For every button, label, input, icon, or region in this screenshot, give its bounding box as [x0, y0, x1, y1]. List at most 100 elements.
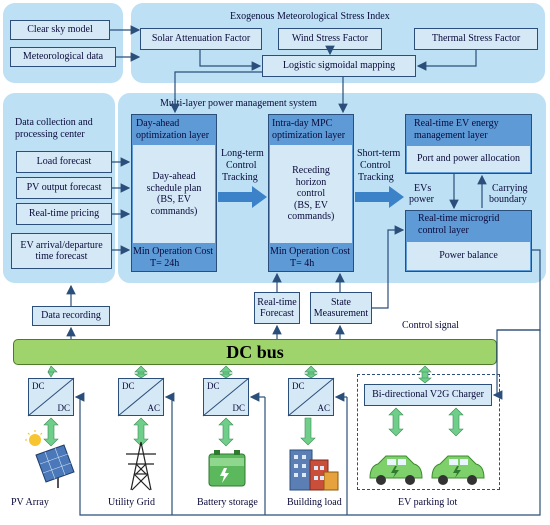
short-term-line2: Control — [360, 160, 391, 171]
dc-bus-label: DC bus — [226, 342, 284, 362]
real-time-forecast: Real-time Forecast — [254, 292, 300, 324]
day-ahead-body-2: schedule plan — [146, 182, 202, 194]
battery-storage-icon — [208, 450, 246, 487]
day-ahead-cost-line2: T= 24h — [150, 258, 180, 269]
ev-arrival-line2: time forecast — [35, 251, 88, 262]
day-ahead-body-1: Day-ahead — [152, 171, 196, 182]
conv3-top: DC — [207, 381, 220, 391]
ev-mgmt-title-line1: Real-time EV energy — [414, 118, 499, 129]
rt-forecast-line1: Real-time — [257, 296, 297, 308]
bus-conv2-arrow — [134, 365, 148, 379]
evs-power-line1: EVs — [414, 183, 432, 194]
bus-conv1-arrow — [47, 365, 58, 378]
dc-bus — [13, 339, 497, 365]
clear-sky-model: Clear sky model — [10, 20, 110, 40]
ev-arrival-forecast: EV arrival/departure time forecast — [11, 233, 112, 269]
intra-day-body-3: control — [296, 188, 326, 200]
pv-output-forecast: PV output forecast — [16, 177, 112, 199]
stress-index-title: Exogenous Meteorological Stress Index — [230, 11, 390, 22]
microgrid-title-line1: Real-time microgrid — [418, 213, 500, 224]
ev-arrival-line1: EV arrival/departure — [20, 239, 103, 251]
day-ahead-body-3: (BS, EV — [157, 194, 191, 205]
microgrid-title-line2: control layer — [418, 225, 469, 236]
pv-array-icon — [25, 430, 75, 488]
conv1-top: DC — [32, 381, 45, 391]
day-ahead-cost-line1: Min Operation Cost — [133, 246, 213, 257]
state-line2: Measurement — [313, 308, 369, 319]
data-center-title-line2: processing center — [15, 129, 85, 140]
conv4-bottom: AC — [317, 403, 330, 413]
state-measurement: State Measurement — [310, 292, 372, 324]
solar-attenuation-factor: Solar Attenuation Factor — [140, 28, 262, 50]
conv1-pv-arrow — [43, 417, 59, 447]
receding-horizon-control: Receding horizon control (BS, EV command… — [270, 145, 352, 243]
carrying-line2: boundary — [489, 194, 527, 205]
power-balance: Power balance — [407, 242, 530, 270]
ev-car-icon-2 — [431, 455, 485, 485]
control-line-pv — [74, 329, 541, 516]
short-term-line3: Tracking — [358, 172, 394, 183]
intra-day-body-4: (BS, EV — [294, 199, 328, 211]
long-term-arrow — [218, 186, 267, 208]
charger-car2-arrow — [448, 407, 464, 437]
v2g-charger: Bi-directional V2G Charger — [364, 384, 492, 406]
day-ahead-plan: Day-ahead schedule plan (BS, EV commands… — [133, 145, 215, 243]
control-signal-label: Control signal — [402, 320, 459, 331]
ev-car-icon-1 — [369, 455, 423, 485]
mlpms-title: Multi-layer power management system — [160, 98, 317, 109]
logistic-sigmoidal-mapping: Logistic sigmoidal mapping — [262, 55, 416, 77]
data-center-title-line1: Data collection and — [15, 117, 93, 128]
load-forecast: Load forecast — [16, 151, 112, 173]
rt-forecast-line2: Forecast — [260, 308, 294, 319]
battery-storage-label: Battery storage — [197, 497, 258, 508]
building-load-label: Building load — [287, 497, 342, 508]
conv4-diagonal — [287, 377, 335, 417]
control-signal-line — [492, 249, 541, 400]
transmission-tower-icon — [126, 441, 156, 491]
conv2-top: DC — [122, 381, 135, 391]
thermal-stress-factor: Thermal Stress Factor — [414, 28, 538, 50]
long-term-line2: Control — [226, 160, 257, 171]
long-term-line3: Tracking — [222, 172, 258, 183]
intra-day-body-2: horizon — [295, 176, 327, 188]
evs-power-line2: power — [409, 194, 434, 205]
intra-day-cost-line1: Min Operation Cost — [270, 246, 350, 257]
pv-array-label: PV Array — [11, 497, 49, 508]
conv4-building-arrow — [300, 417, 316, 446]
conv1-diagonal — [27, 377, 75, 417]
conv2-grid-arrow — [133, 417, 149, 447]
ev-mgmt-title-line2: management layer — [414, 130, 488, 141]
intra-day-title-line2: optimization layer — [272, 130, 346, 141]
conv3-diagonal — [202, 377, 250, 417]
bus-conv3-arrow — [219, 365, 233, 379]
conv1-bottom: DC — [57, 403, 70, 413]
arrow-thermal-logistic — [416, 50, 477, 71]
intra-day-body-5: commands) — [287, 211, 335, 223]
data-recording: Data recording — [32, 306, 110, 326]
ev-parking-lot-region — [357, 374, 500, 490]
intra-day-title-line1: Intra-day MPC — [272, 118, 333, 129]
day-ahead-title-line2: optimization layer — [136, 130, 210, 141]
bus-conv4-arrow — [304, 365, 318, 379]
long-term-line1: Long-term — [221, 148, 264, 159]
meteorological-data: Meteorological data — [10, 47, 116, 67]
carrying-line1: Carrying — [492, 183, 528, 194]
utility-grid-label: Utility Grid — [108, 497, 155, 508]
arrow-state-microgrid — [372, 225, 405, 309]
charger-car1-arrow — [388, 407, 404, 437]
conv2-bottom: AC — [147, 403, 160, 413]
arrow-solar-logistic — [199, 50, 262, 71]
bus-charger-arrow — [418, 365, 432, 384]
conv3-bottom: DC — [232, 403, 245, 413]
arrow-logistic-dayahead — [170, 71, 262, 114]
ev-parking-lot-label: EV parking lot — [398, 497, 458, 508]
intra-day-cost-line2: T= 4h — [290, 258, 315, 269]
day-ahead-body-4: commands) — [150, 205, 198, 217]
intra-day-body-1: Receding — [292, 165, 330, 177]
short-term-line1: Short-term — [357, 148, 401, 159]
day-ahead-title-line1: Day-ahead — [136, 118, 180, 129]
conv3-battery-arrow — [218, 417, 234, 447]
conv4-top: DC — [292, 381, 305, 391]
state-line1: State — [331, 296, 351, 308]
